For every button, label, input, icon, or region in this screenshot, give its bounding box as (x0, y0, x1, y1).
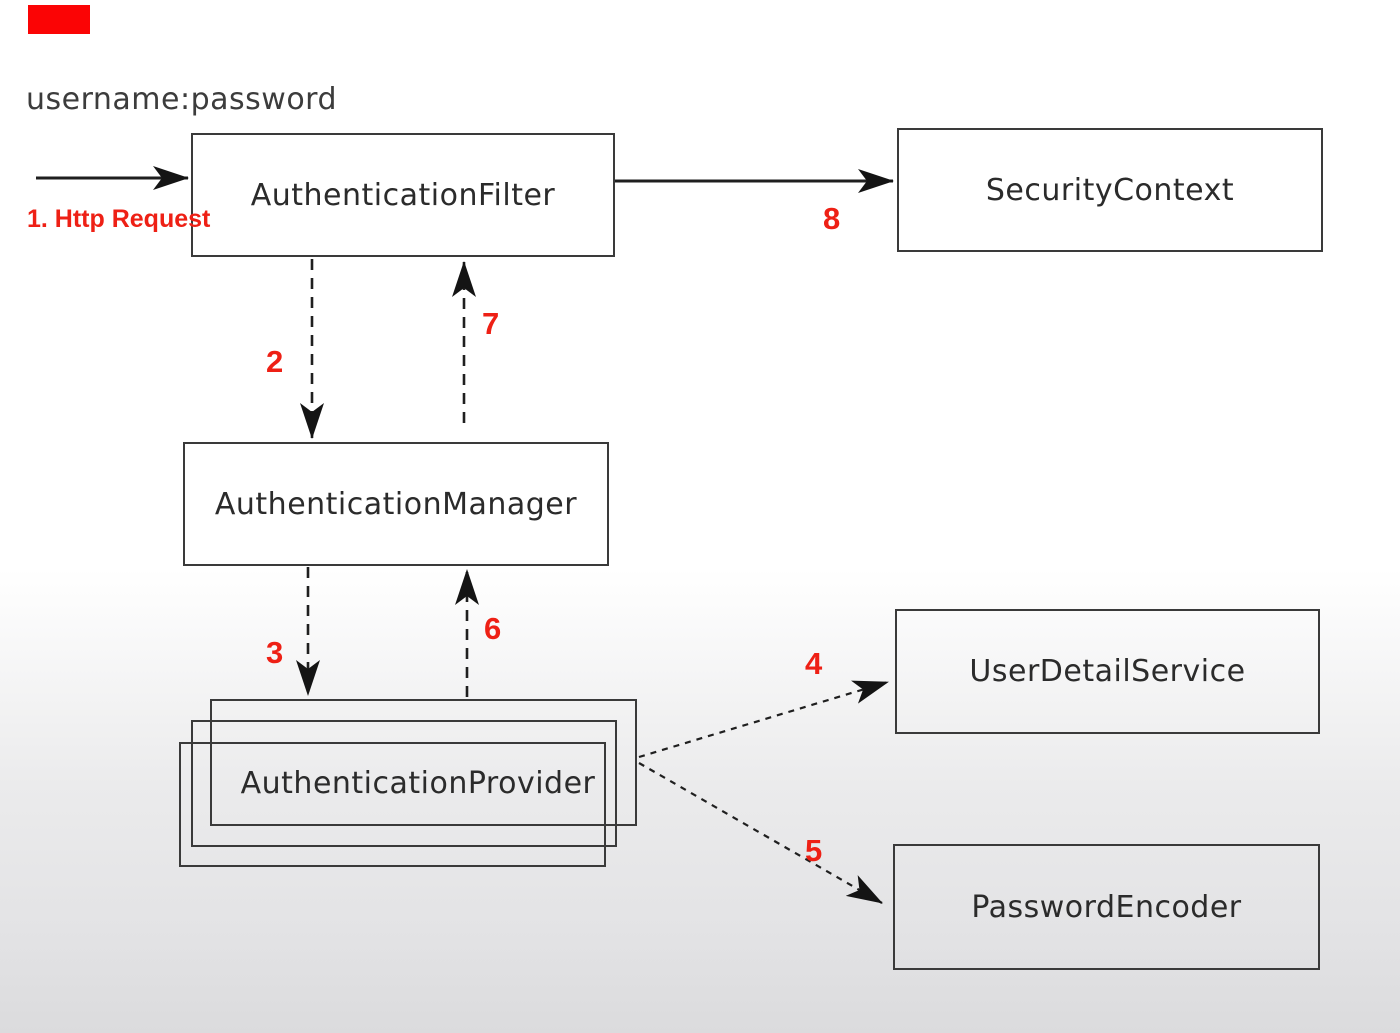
node-authentication-manager: AuthenticationManager (183, 442, 609, 566)
node-user-detail-service: UserDetailService (895, 609, 1320, 734)
credentials-note: username:password (26, 82, 338, 117)
node-password-encoder: PasswordEncoder (893, 844, 1320, 970)
node-authentication-provider-stack-middle (191, 720, 617, 847)
node-authentication-provider (179, 742, 606, 867)
step-5-label: 5 (805, 833, 823, 868)
node-authentication-filter: AuthenticationFilter (191, 133, 615, 257)
step-7-label: 7 (482, 306, 500, 341)
recording-indicator (28, 5, 90, 34)
node-security-context: SecurityContext (897, 128, 1323, 252)
step-8-label: 8 (823, 201, 841, 236)
node-authentication-provider-stack-back (210, 699, 637, 826)
node-authentication-provider-label: AuthenticationProvider (240, 766, 596, 801)
step-6-label: 6 (484, 611, 502, 646)
arrow-step4 (638, 680, 889, 759)
step-4-label: 4 (805, 646, 823, 681)
step-3-label: 3 (266, 635, 284, 670)
arrow-step5 (638, 762, 883, 904)
step-2-label: 2 (266, 344, 284, 379)
step-1-http-request-label: 1. Http Request (27, 205, 211, 233)
